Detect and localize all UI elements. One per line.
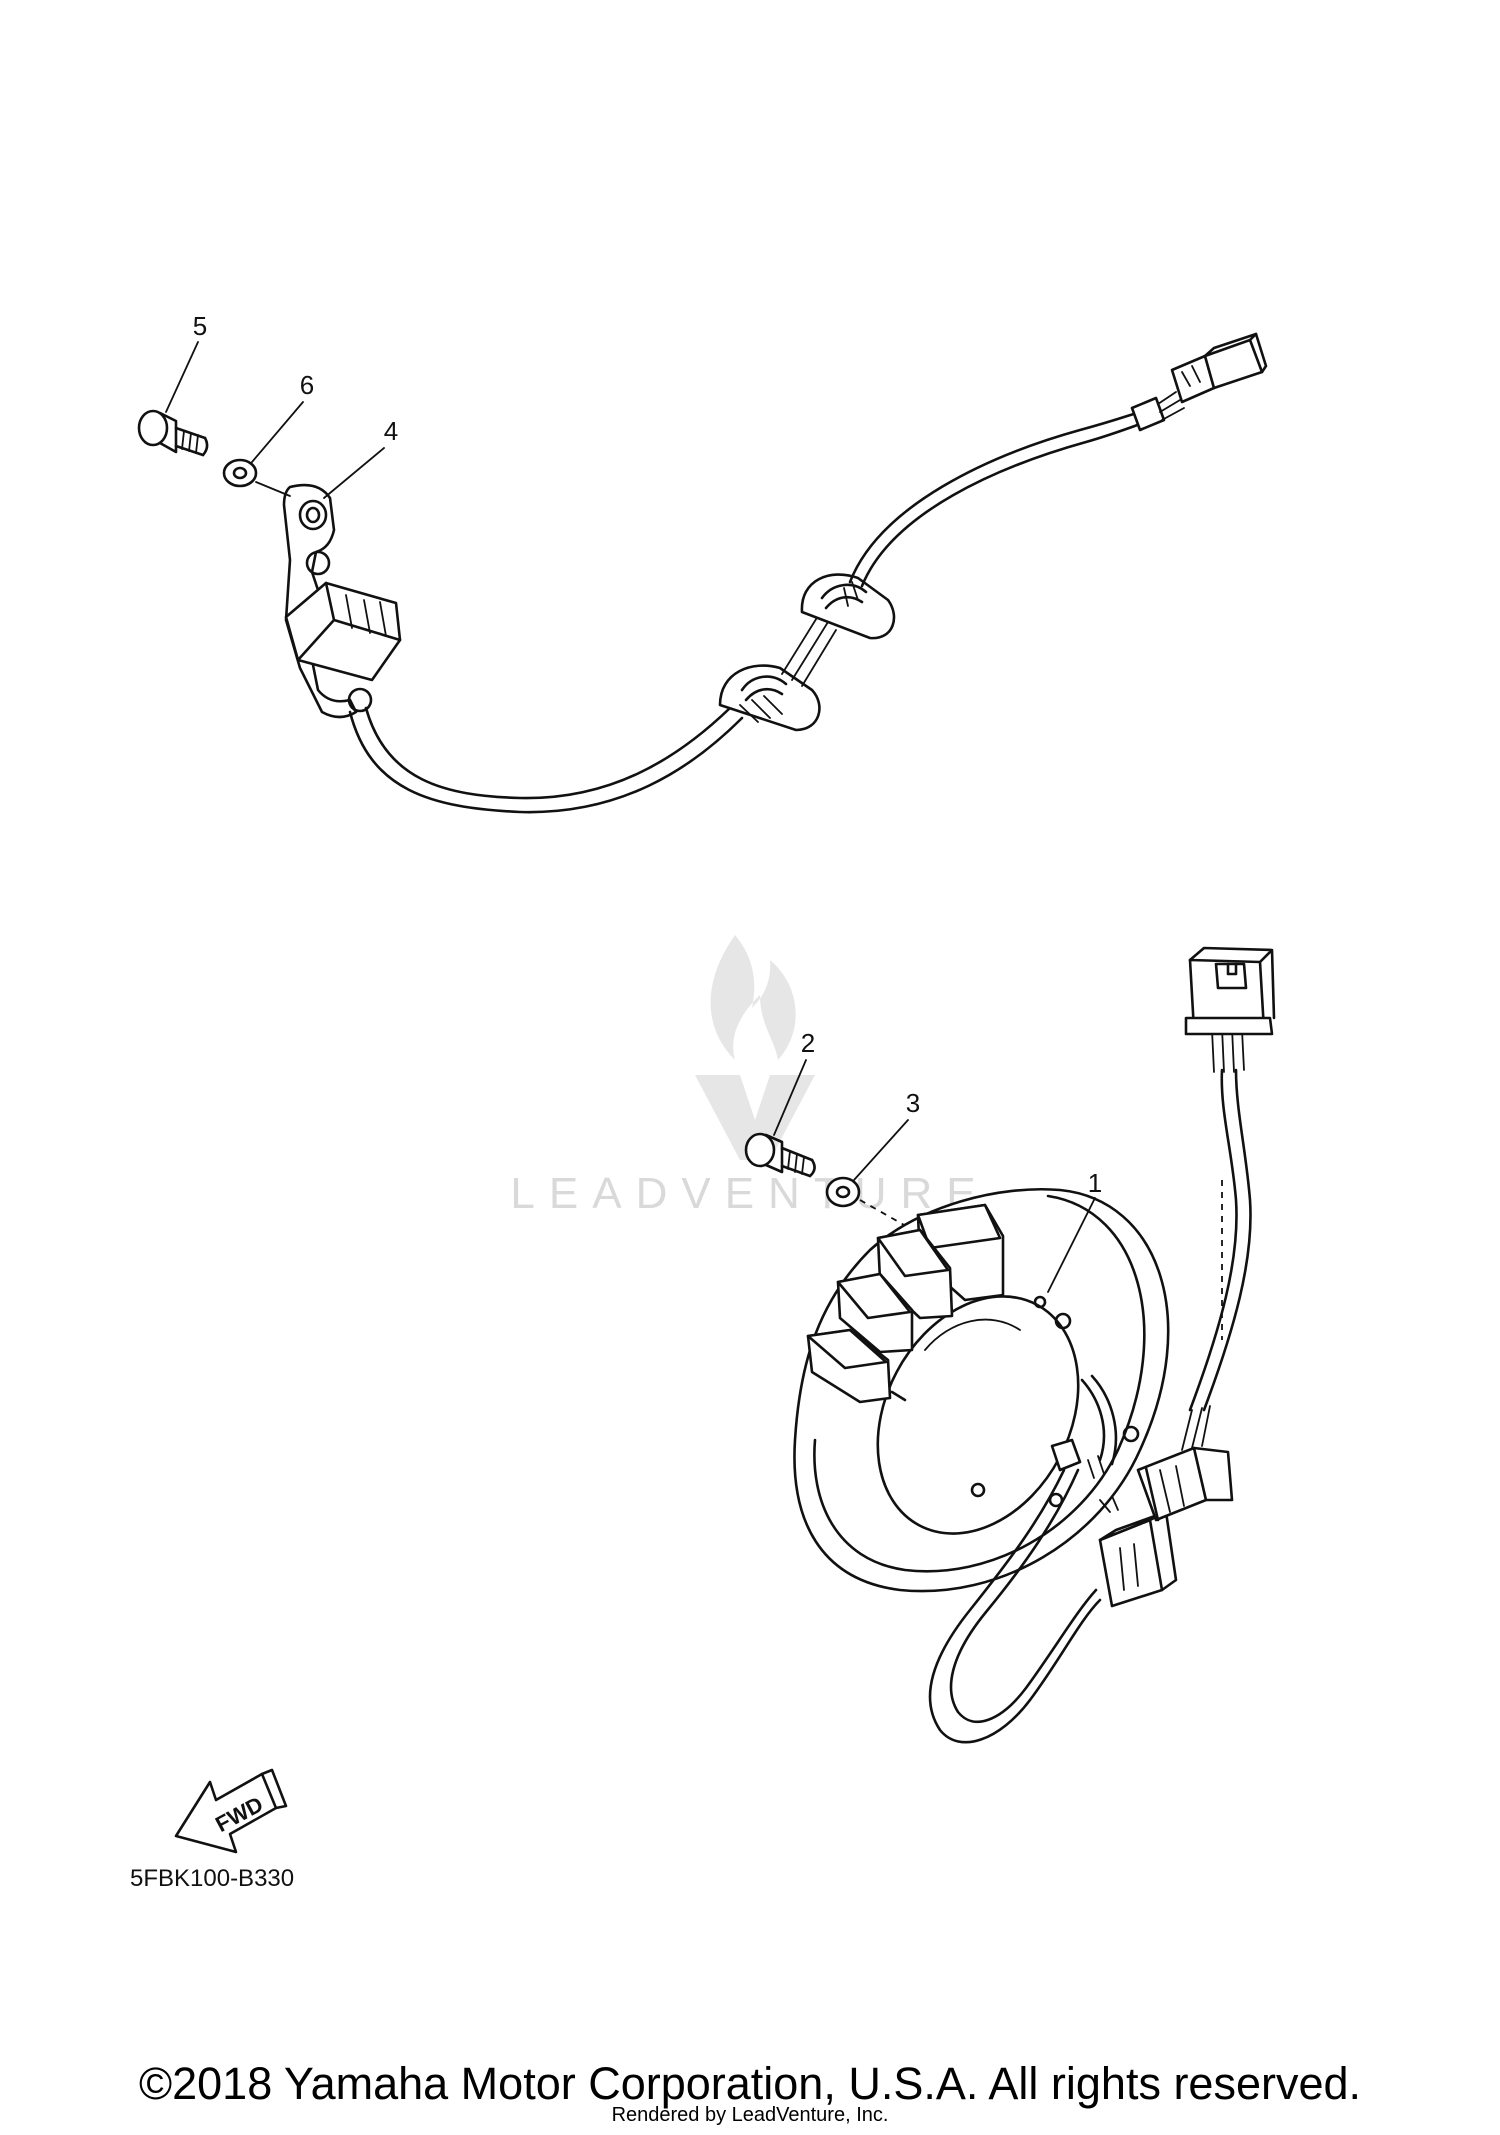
leadventure-watermark: LEADVENTURE	[510, 935, 989, 1218]
washer-3	[825, 1176, 861, 1208]
callout-5: 5	[193, 311, 207, 341]
connector-top	[1184, 946, 1276, 1036]
bolt-2	[744, 1132, 816, 1178]
callout-6: 6	[300, 370, 314, 400]
callout-4: 4	[384, 416, 398, 446]
pickup-coil-4	[282, 483, 402, 719]
stator-assembly	[744, 946, 1276, 1744]
watermark-text: LEADVENTURE	[510, 1169, 989, 1218]
callout-1: 1	[1088, 1168, 1102, 1198]
bolt-5	[137, 409, 209, 457]
washer-6	[222, 458, 258, 488]
connector-pair	[1098, 1405, 1234, 1608]
callout-2: 2	[801, 1028, 815, 1058]
connector-upper	[1170, 332, 1268, 404]
diagram-part-code: 5FBK100-B330	[130, 1865, 294, 1892]
fwd-arrow-icon: FWD	[174, 1768, 288, 1854]
stator-1	[793, 1188, 1170, 1744]
copyright-notice: ©2018 Yamaha Motor Corporation, U.S.A. A…	[138, 2058, 1362, 2109]
callouts: 1 2 3 4 5 6	[165, 311, 1102, 1293]
grommet-lower	[718, 664, 821, 732]
rendered-by-credit: Rendered by LeadVenture, Inc.	[611, 2104, 889, 2126]
callout-3: 3	[906, 1088, 920, 1118]
pickup-coil-assembly	[137, 332, 1268, 814]
